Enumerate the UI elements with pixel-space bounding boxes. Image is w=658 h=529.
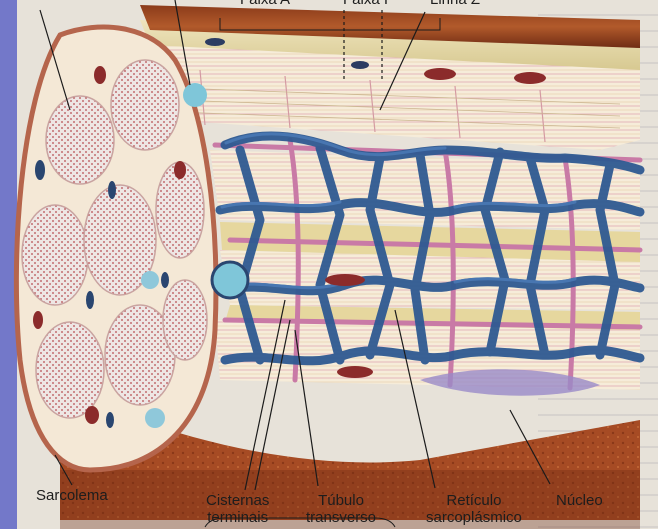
label-tubulo-transverso: Túbulo transverso bbox=[306, 492, 376, 526]
label-faixa-a: Faixa A bbox=[240, 0, 290, 8]
label-linha-z: Linha Z bbox=[430, 0, 480, 8]
label-sarcolema: Sarcolema bbox=[36, 487, 108, 504]
label-nucleo: Núcleo bbox=[556, 492, 603, 509]
label-faixa-i: Faixa I bbox=[343, 0, 388, 8]
label-cisternas-terminais: Cisternas terminais bbox=[206, 492, 269, 526]
label-reticulo-sarcoplasmico: Retículo sarcoplásmico bbox=[426, 492, 522, 526]
